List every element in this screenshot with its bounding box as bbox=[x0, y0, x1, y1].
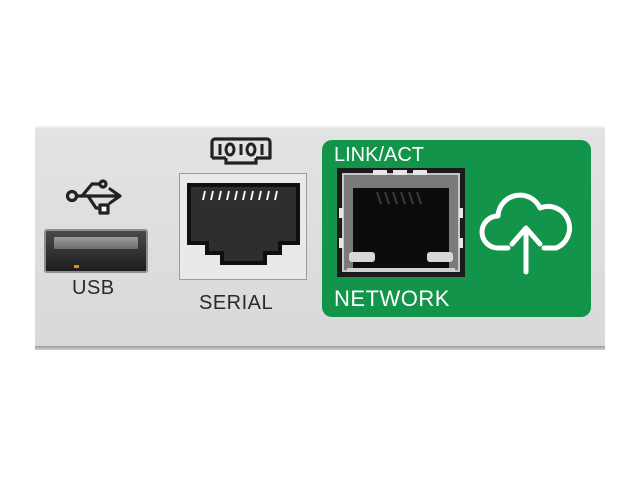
usb-label: USB bbox=[72, 277, 115, 299]
usb-icon bbox=[65, 179, 122, 215]
usb-port-tongue bbox=[54, 237, 138, 249]
usb-port[interactable] bbox=[44, 229, 148, 273]
serial-port[interactable] bbox=[187, 183, 300, 273]
usb-port-glint bbox=[74, 265, 79, 268]
link-act-indicator-label: LINK/ACT bbox=[334, 144, 425, 166]
serial-icon bbox=[210, 137, 272, 165]
network-port[interactable] bbox=[337, 168, 465, 277]
panel-bottom-shadow bbox=[35, 346, 605, 350]
panel-top-edge bbox=[35, 126, 605, 129]
network-label: NETWORK bbox=[334, 286, 450, 311]
cloud-upload-icon bbox=[479, 192, 573, 275]
serial-label: SERIAL bbox=[199, 292, 274, 314]
